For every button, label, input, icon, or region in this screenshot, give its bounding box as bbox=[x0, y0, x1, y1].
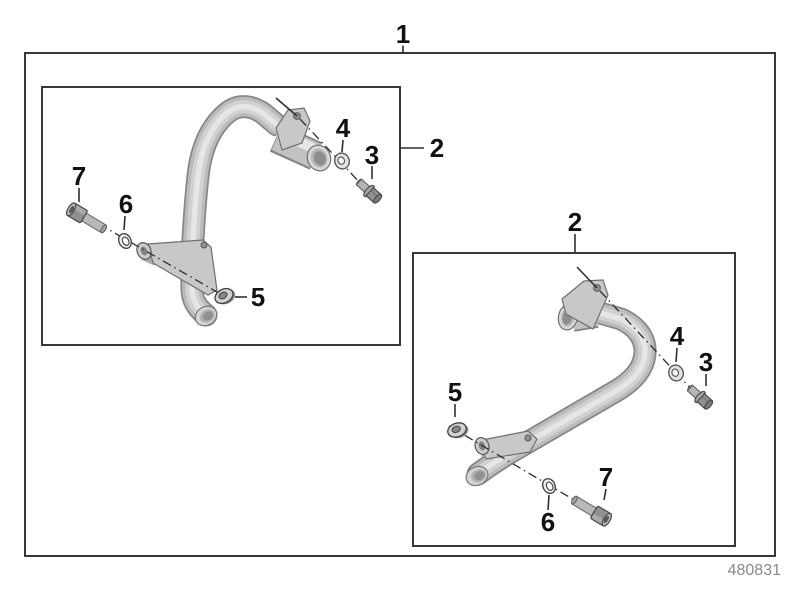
callout-label-left-bar: 2 bbox=[430, 133, 444, 163]
right-bar-frame bbox=[412, 252, 736, 547]
callout-label-4-left: 4 bbox=[336, 113, 351, 143]
callout-label-right-bar: 2 bbox=[568, 207, 582, 237]
callout-label-7-right: 7 bbox=[599, 462, 613, 492]
socket-bolt-7-left bbox=[64, 200, 110, 237]
right-bar-illustration: 4 3 5 7 6 bbox=[445, 266, 716, 537]
upper-axis-leader-right bbox=[576, 266, 598, 289]
hex-bolt-3-left bbox=[352, 175, 385, 207]
leader-line-6-left bbox=[123, 215, 126, 231]
upper-assembly-axis-left bbox=[299, 118, 363, 186]
right-bar-tube bbox=[466, 301, 657, 486]
callout-label-7-left: 7 bbox=[72, 161, 86, 191]
callout-label-6-right: 6 bbox=[541, 507, 555, 537]
callout-label-4-right: 4 bbox=[670, 321, 685, 351]
callout-label-3-right: 3 bbox=[699, 347, 713, 377]
left-bar-foot-opening bbox=[194, 305, 218, 327]
callout-label-5-left: 5 bbox=[251, 282, 265, 312]
spring-washer-6-right bbox=[539, 475, 559, 497]
callout-label-6-left: 6 bbox=[119, 189, 133, 219]
leader-line-6-right bbox=[547, 494, 550, 511]
callout-label-kit: 1 bbox=[396, 19, 410, 49]
leader-line-4-left bbox=[341, 139, 344, 153]
callout-label-5-right: 5 bbox=[448, 377, 462, 407]
leader-line-4-right bbox=[675, 347, 678, 363]
socket-bolt-7-right bbox=[568, 492, 614, 529]
callout-label-3-left: 3 bbox=[365, 140, 379, 170]
drawing-number: 480831 bbox=[728, 562, 781, 579]
right-bar-upper-bracket bbox=[561, 279, 609, 330]
kit-frame bbox=[24, 52, 776, 557]
left-bar-illustration: 4 3 7 6 5 bbox=[64, 95, 385, 327]
right-bar-foot-opening bbox=[465, 465, 489, 487]
left-bar-frame bbox=[41, 86, 401, 346]
flat-washer-5-right bbox=[445, 419, 472, 442]
left-bar-upper-bracket bbox=[275, 107, 311, 151]
washer-4-right bbox=[665, 362, 687, 384]
left-bar-tube bbox=[180, 95, 289, 327]
washer-4-left bbox=[331, 150, 353, 172]
upper-axis-leader-left bbox=[275, 97, 298, 117]
leader-line-7-right bbox=[603, 488, 607, 501]
spring-washer-6-left bbox=[115, 230, 135, 252]
